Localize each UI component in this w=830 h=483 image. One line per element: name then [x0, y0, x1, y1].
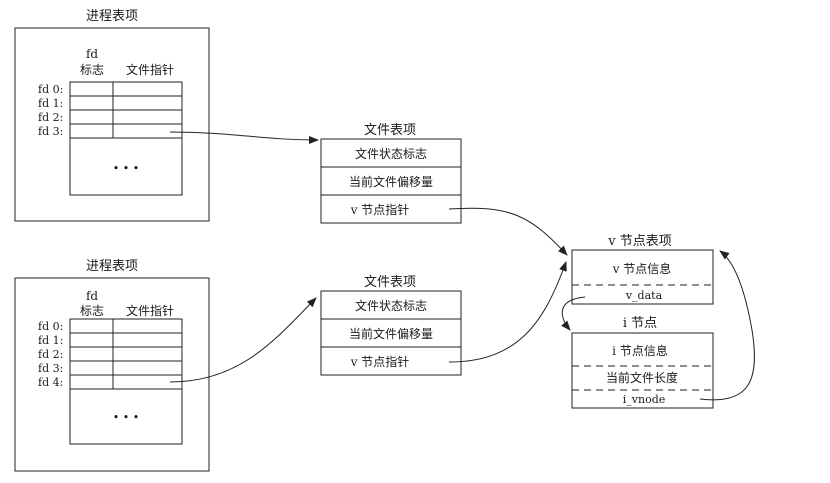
file-pointer-header: 文件指针: [126, 303, 174, 318]
file-table-entry-2: 文件表项 文件状态标志 当前文件偏移量 v 节点指针: [320, 275, 462, 376]
file-table-1-title: 文件表项: [364, 123, 416, 138]
arrow-fd4-to-file-table-2: [169, 297, 317, 383]
fd-row-label: fd 4:: [38, 376, 63, 389]
fd-row-label: fd 1:: [38, 97, 63, 110]
inode-title: i 节点: [623, 316, 657, 331]
process-entry-2-title: 进程表项: [86, 259, 138, 274]
file-pointer-header: 文件指针: [126, 62, 174, 77]
process-entry-2: 进程表项 fd 标志 文件指针 fd 0: fd 1: fd 2: fd 3: …: [14, 259, 210, 472]
fd-row-label: fd 2:: [38, 111, 63, 124]
arrow-ivnode-to-vnode: [699, 250, 755, 401]
fd-row-label: fd 3:: [38, 362, 63, 375]
file-table-2-title: 文件表项: [364, 275, 416, 290]
fd-flags-header-line1: fd: [86, 289, 98, 303]
fd-row-label: fd 0:: [38, 320, 63, 333]
vnode-pointer: v 节点指针: [350, 202, 410, 217]
arrow-fd3-to-file-table-1: [169, 131, 319, 144]
process-entry-2-frame: [14, 277, 210, 472]
fd-row-label: fd 1:: [38, 334, 63, 347]
current-file-offset: 当前文件偏移量: [349, 174, 433, 189]
inode-entry: i 节点 i 节点信息 当前文件长度 i_vnode: [571, 316, 714, 409]
current-file-length: 当前文件长度: [606, 370, 678, 385]
file-status-flags: 文件状态标志: [355, 146, 427, 161]
fd-flags-header-line1: fd: [86, 47, 98, 61]
i-vnode-field: i_vnode: [623, 393, 666, 406]
vnode-pointer: v 节点指针: [350, 354, 410, 369]
vnode-entry-title: v 节点表项: [607, 234, 671, 249]
file-table-2-box: [320, 290, 462, 376]
file-table-1-box: [320, 138, 462, 224]
fd-row-label: fd 0:: [38, 83, 63, 96]
file-status-flags: 文件状态标志: [355, 298, 427, 313]
process-entry-1-title: 进程表项: [86, 9, 138, 24]
fd-table-ellipsis: • • •: [113, 162, 139, 175]
vnode-table-entry: v 节点表项 v 节点信息 v_data: [571, 234, 714, 305]
process-entry-1-frame: [14, 27, 210, 222]
inode-info: i 节点信息: [612, 343, 668, 358]
fd-table-ellipsis: • • •: [113, 411, 139, 424]
fd-flags-header-line2: 标志: [80, 63, 104, 77]
fd-table-2: [69, 318, 183, 445]
vnode-info: v 节点信息: [612, 261, 672, 276]
current-file-offset: 当前文件偏移量: [349, 326, 433, 341]
vnode-entry-box: [571, 249, 714, 305]
fd-flags-header-line2: 标志: [80, 304, 104, 318]
arrow-file-table-2-to-vnode: [448, 261, 567, 363]
fd-row-label: fd 2:: [38, 348, 63, 361]
fd-row-label: fd 3:: [38, 125, 63, 138]
arrow-vdata-to-inode: [561, 296, 586, 331]
arrow-file-table-1-to-vnode: [448, 207, 568, 256]
file-table-entry-1: 文件表项 文件状态标志 当前文件偏移量 v 节点指针: [320, 123, 462, 224]
inode-box: [571, 332, 714, 409]
process-entry-1: 进程表项 fd 标志 文件指针 fd 0: fd 1: fd 2: fd 3: …: [14, 9, 210, 222]
v-data-field: v_data: [625, 289, 663, 302]
